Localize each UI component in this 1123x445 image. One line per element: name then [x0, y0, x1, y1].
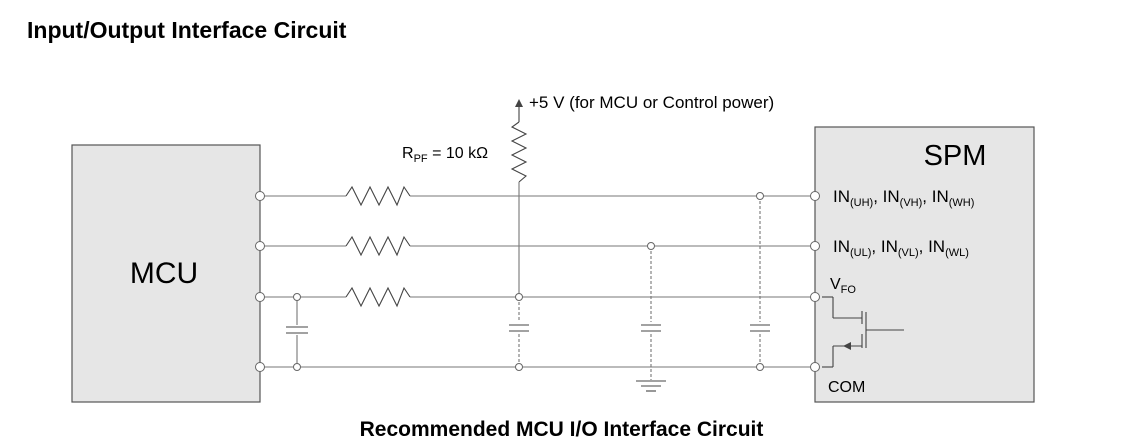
transistor-arrow-icon — [843, 342, 851, 350]
series-resistor-2 — [345, 235, 411, 257]
pin-labels-high-side: IN(UH), IN(VH), IN(WH) — [833, 187, 974, 209]
pullup-label: RPF = 10 kΩ — [402, 145, 488, 165]
pin-label-com: COM — [828, 379, 865, 396]
pin-labels-low-side: IN(UL), IN(VL), IN(WL) — [833, 237, 969, 259]
supply-label: +5 V (for MCU or Control power) — [529, 93, 774, 112]
series-resistors — [345, 185, 411, 308]
mcu-label: MCU — [130, 257, 198, 290]
diagram-heading: Input/Output Interface Circuit — [27, 17, 347, 43]
ground-icon — [636, 380, 666, 392]
junction-nodes — [255, 191, 820, 372]
mcu-block — [71, 144, 261, 403]
spm-label: SPM — [924, 140, 987, 172]
spm-block — [814, 126, 1035, 403]
pin-label-vfo: VFO — [830, 276, 856, 296]
diagram-caption: Recommended MCU I/O Interface Circuit — [359, 418, 764, 441]
series-resistor-3 — [345, 286, 411, 308]
supply-arrow-icon — [515, 99, 523, 107]
signal-wires — [260, 195, 815, 368]
pullup-network — [509, 105, 529, 367]
fault-output-transistor — [822, 296, 904, 368]
filter-capacitors — [286, 196, 770, 380]
series-resistor-1 — [345, 185, 411, 207]
